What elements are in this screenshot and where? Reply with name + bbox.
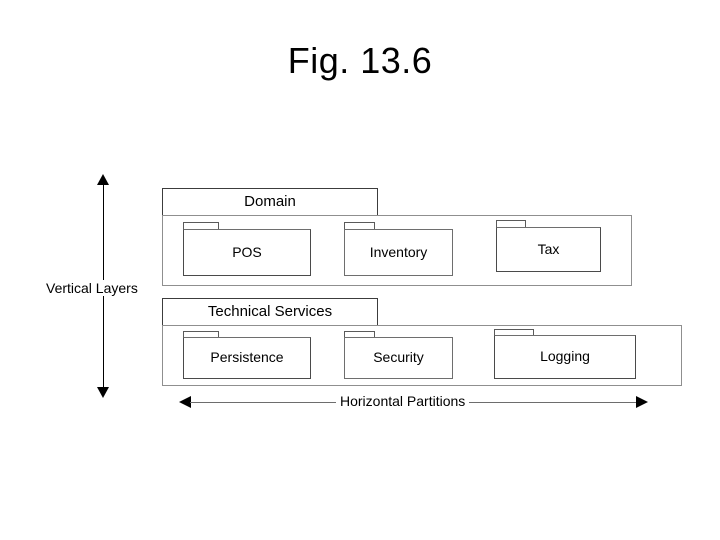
vertical-layers-label: Vertical Layers (44, 280, 140, 296)
package-label-security: Security (373, 349, 424, 365)
package-label-inventory: Inventory (369, 244, 428, 260)
package-tab-persistence (183, 331, 219, 338)
vertical-arrow-head-up (97, 174, 109, 185)
package-tax[interactable]: Tax (496, 220, 601, 272)
package-label-pos: POS (232, 244, 262, 260)
layer-label-technical-services: Technical Services (207, 303, 333, 320)
package-body-logging (494, 335, 636, 379)
package-label-persistence: Persistence (210, 349, 284, 365)
package-body-tax (496, 227, 601, 272)
package-security[interactable]: Security (344, 331, 453, 379)
package-logging[interactable]: Logging (494, 329, 636, 379)
package-label-tax: Tax (537, 241, 560, 257)
package-inventory[interactable]: Inventory (344, 222, 453, 276)
horizontal-arrow-head-right (636, 396, 648, 408)
layer-tab-technical-services (162, 298, 378, 326)
layer-tab-domain (162, 188, 378, 216)
vertical-arrow-head-down (97, 387, 109, 398)
package-label-logging: Logging (540, 348, 590, 364)
package-tab-pos (183, 222, 219, 230)
package-body-inventory (344, 229, 453, 276)
layer-label-domain: Domain (244, 193, 296, 210)
package-tab-tax (496, 220, 526, 228)
package-tab-inventory (344, 222, 375, 230)
horizontal-arrow-head-left (179, 396, 191, 408)
package-body-security (344, 337, 453, 379)
package-persistence[interactable]: Persistence (183, 331, 311, 379)
package-body-persistence (183, 337, 311, 379)
package-tab-logging (494, 329, 534, 336)
horizontal-partitions-label: Horizontal Partitions (336, 393, 470, 409)
package-body-pos (183, 229, 311, 276)
package-tab-security (344, 331, 375, 338)
page-title: Fig. 13.6 (287, 40, 433, 81)
package-pos[interactable]: POS (183, 222, 311, 276)
